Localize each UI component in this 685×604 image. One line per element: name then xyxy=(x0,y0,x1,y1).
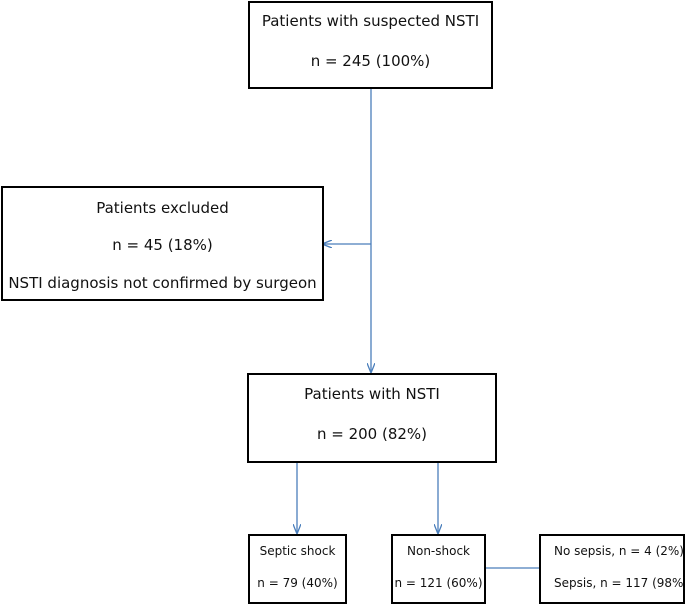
non-shock-title: Non-shock xyxy=(407,544,470,558)
suspected-nsti-box: Patients with suspected NSTI n = 245 (10… xyxy=(248,1,493,89)
excluded-box: Patients excluded n = 45 (18%) NSTI diag… xyxy=(1,186,324,301)
nsti-count: n = 200 (82%) xyxy=(316,425,428,443)
suspected-nsti-title: Patients with suspected NSTI xyxy=(261,12,480,30)
no-sepsis-count: No sepsis, n = 4 (2%) xyxy=(554,544,684,558)
non-shock-count: n = 121 (60%) xyxy=(394,576,483,590)
suspected-nsti-count: n = 245 (100%) xyxy=(310,52,431,70)
sepsis-count: Sepsis, n = 117 (98%) xyxy=(554,576,685,590)
septic-shock-count: n = 79 (40%) xyxy=(257,576,338,590)
excluded-count: n = 45 (18%) xyxy=(112,236,213,254)
nsti-title: Patients with NSTI xyxy=(304,385,440,403)
non-shock-box: Non-shock n = 121 (60%) xyxy=(391,534,486,604)
septic-shock-title: Septic shock xyxy=(259,544,336,558)
septic-shock-box: Septic shock n = 79 (40%) xyxy=(248,534,347,604)
excluded-title: Patients excluded xyxy=(96,199,229,217)
nsti-box: Patients with NSTI n = 200 (82%) xyxy=(247,373,497,463)
sepsis-split-box: No sepsis, n = 4 (2%) Sepsis, n = 117 (9… xyxy=(539,534,685,604)
excluded-reason: NSTI diagnosis not confirmed by surgeon xyxy=(8,274,317,292)
